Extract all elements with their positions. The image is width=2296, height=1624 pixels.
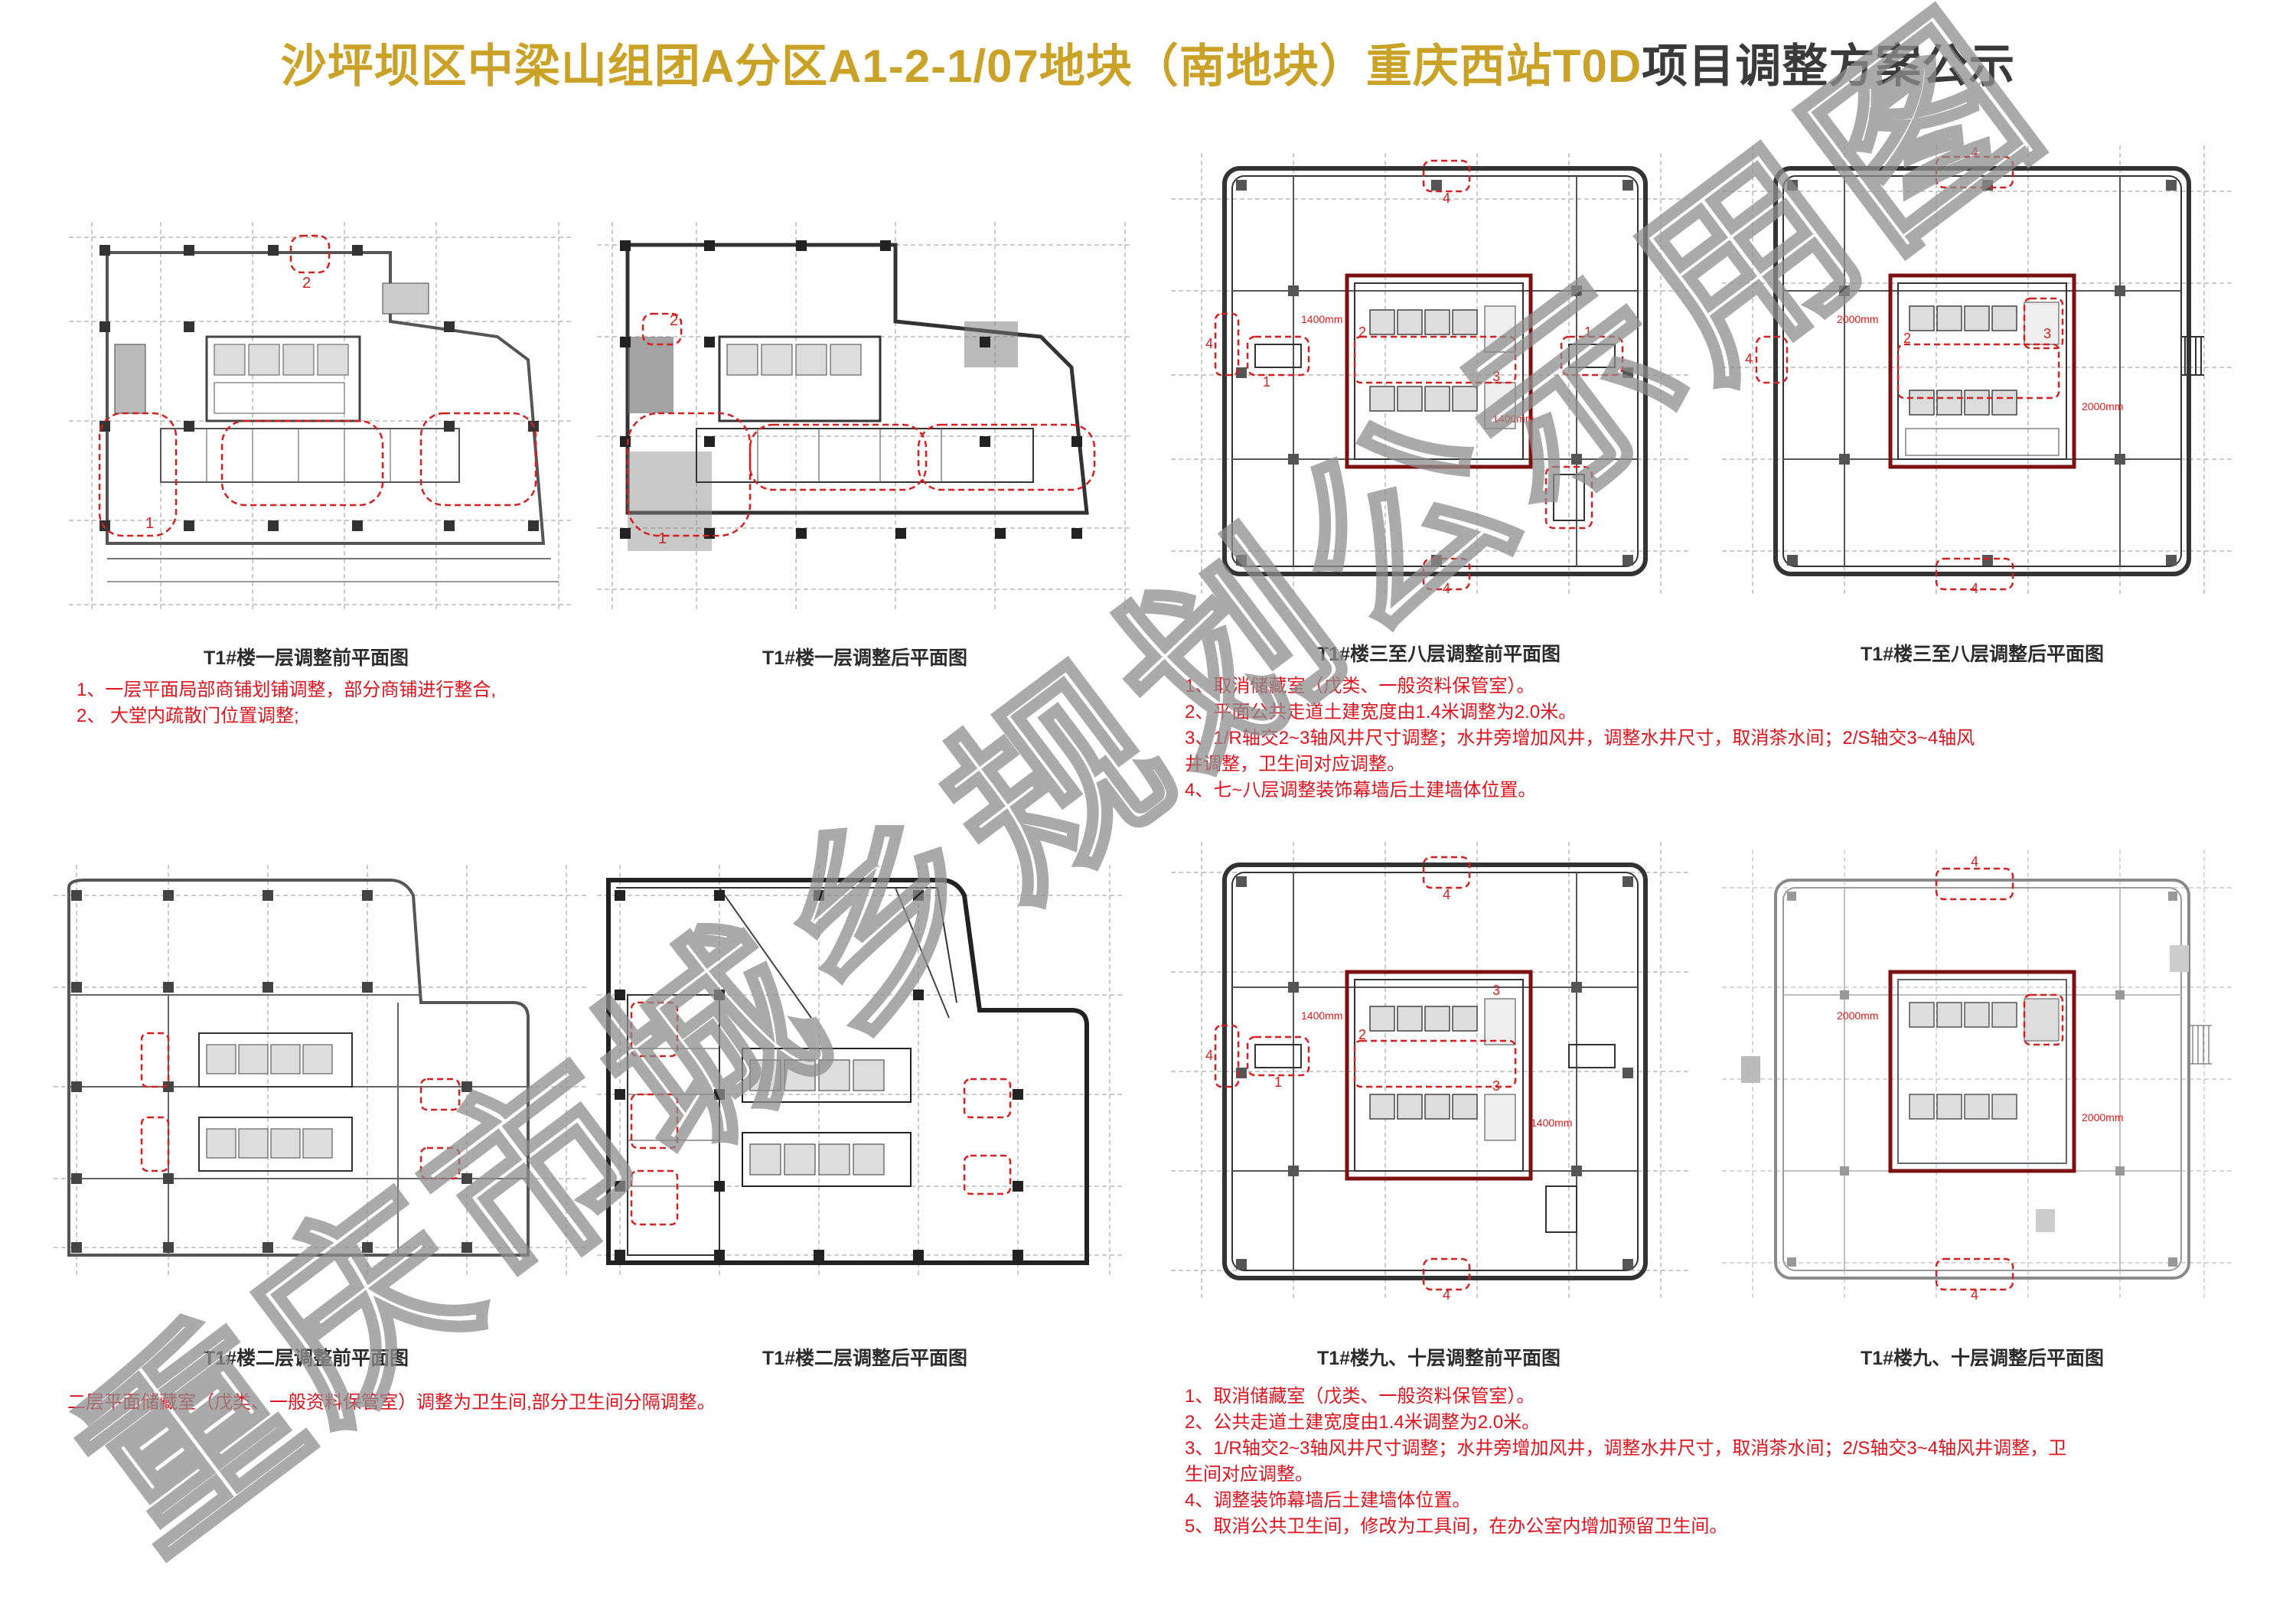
- plan-floor1-after: 2 1: [597, 222, 1133, 612]
- plan-floor3to8-after: 4 4 4 2 3 2000mm 2000mm: [1722, 145, 2235, 597]
- note-line: 井调整，卫生间对应调整。: [1185, 754, 1405, 774]
- markup-1: 1: [1274, 1075, 1282, 1090]
- markup-4: 4: [1971, 581, 1978, 596]
- markup-4: 4: [1205, 336, 1213, 351]
- caption-floor9to10-before: T1#楼九、十层调整前平面图: [1316, 1348, 1561, 1369]
- markup-4: 4: [1205, 1048, 1213, 1063]
- markup-2: 2: [1358, 324, 1366, 340]
- dim-2000: 2000mm: [2082, 400, 2123, 413]
- note-line: 2、公共走道土建宽度由1.4米调整为2.0米。: [1185, 1412, 1541, 1433]
- note-line: 1、取消储藏室（戊类、一般资料保管室）。: [1185, 1386, 1535, 1407]
- dim-1400: 1400mm: [1301, 313, 1342, 325]
- markup-3: 3: [1492, 369, 1500, 384]
- note-line: 2、 大堂内疏散门位置调整;: [77, 706, 299, 726]
- plan-floor2-after: [597, 865, 1125, 1278]
- markup-4: 4: [1443, 1287, 1450, 1301]
- caption-floor1-before: T1#楼一层调整前平面图: [203, 647, 409, 669]
- note-line: 5、取消公共卫生间，修改为工具间，在办公室内增加预留卫生间。: [1185, 1516, 1728, 1537]
- note-line: 3、1/R轴交2~3轴风井尺寸调整；水井旁增加风井，调整水井尺寸，取消茶水间；2…: [1185, 728, 1975, 748]
- dim-2000: 2000mm: [2082, 1111, 2123, 1123]
- markup-4: 4: [1443, 581, 1450, 596]
- plan-floor9to10-after: 4 4 2000mm 2000mm: [1722, 850, 2235, 1301]
- note-line: 4、七~八层调整装饰幕墙后土建墙体位置。: [1185, 780, 1537, 801]
- notes-floor2: 二层平面储藏室（戊类、一般资料保管室）调整为卫生间,部分卫生间分隔调整。: [67, 1390, 716, 1416]
- plan-floor3to8-before: 4 4 4 1 1 2 3 1400mm 1400mm: [1171, 153, 1691, 597]
- notes-floor1: 1、一层平面局部商铺划铺调整，部分商铺进行整合, 2、 大堂内疏散门位置调整;: [77, 677, 496, 729]
- markup-1: 1: [145, 515, 154, 532]
- note-line: 二层平面储藏室（戊类、一般资料保管室）调整为卫生间,部分卫生间分隔调整。: [67, 1392, 716, 1413]
- markup-2: 2: [1358, 1027, 1366, 1042]
- plan-floor9to10-before: 4 4 4 1 2 3 3 1400mm 1400mm: [1171, 842, 1691, 1301]
- dim-2000: 2000mm: [1837, 313, 1878, 325]
- dim-1400: 1400mm: [1531, 1117, 1572, 1129]
- note-line: 4、调整装饰幕墙后土建墙体位置。: [1185, 1490, 1471, 1511]
- markup-3: 3: [2043, 326, 2051, 341]
- dim-1400: 1400mm: [1301, 1009, 1342, 1022]
- markup-1: 1: [658, 530, 667, 547]
- note-line: 1、取消储藏室（戊类、一般资料保管室）。: [1185, 676, 1535, 696]
- markup-4: 4: [1443, 191, 1450, 206]
- note-line: 2、平面公共走道土建宽度由1.4米调整为2.0米。: [1185, 702, 1577, 722]
- markup-4: 4: [1971, 1287, 1978, 1301]
- note-line: 3、1/R轴交2~3轴风井尺寸调整；水井旁增加风井，调整水井尺寸，取消茶水间；2…: [1185, 1438, 2067, 1459]
- markup-4: 4: [1971, 854, 1978, 869]
- markup-4: 4: [1443, 887, 1450, 902]
- dim-1400: 1400mm: [1492, 413, 1534, 425]
- markup-1: 1: [1263, 374, 1270, 390]
- markup-3: 3: [1492, 983, 1500, 998]
- notes-floor9to10: 1、取消储藏室（戊类、一般资料保管室）。 2、公共走道土建宽度由1.4米调整为2…: [1185, 1384, 2066, 1540]
- plan-floor2-before: [54, 865, 589, 1278]
- markup-4: 4: [1745, 351, 1753, 367]
- note-line: 生间对应调整。: [1185, 1464, 1313, 1485]
- markup-2: 2: [670, 312, 678, 329]
- caption-floor2-before: T1#楼二层调整前平面图: [203, 1348, 409, 1369]
- markup-3: 3: [1492, 1078, 1500, 1094]
- markup-4: 4: [1971, 145, 1978, 160]
- title-part-1: 沙坪坝区中梁山组团A分区A1-2-1/07地块（南地块）重庆西站T0D: [280, 41, 1642, 92]
- caption-floor1-after: T1#楼一层调整后平面图: [762, 647, 968, 669]
- caption-floor2-after: T1#楼二层调整后平面图: [762, 1348, 968, 1369]
- page-title: 沙坪坝区中梁山组团A分区A1-2-1/07地块（南地块）重庆西站T0D项目调整方…: [0, 29, 2296, 96]
- markup-2: 2: [1903, 331, 1911, 346]
- caption-floor3to8-after: T1#楼三至八层调整后平面图: [1860, 644, 2105, 665]
- plan-floor1-before: 2 1: [69, 222, 574, 612]
- markup-2: 2: [302, 275, 311, 292]
- caption-floor3to8-before: T1#楼三至八层调整前平面图: [1316, 644, 1561, 665]
- notes-floor3to8: 1、取消储藏室（戊类、一般资料保管室）。 2、平面公共走道土建宽度由1.4米调整…: [1185, 673, 1975, 804]
- title-part-2: 项目调整方案公示: [1642, 41, 2016, 92]
- note-line: 1、一层平面局部商铺划铺调整，部分商铺进行整合,: [77, 680, 497, 700]
- markup-1: 1: [1584, 324, 1592, 340]
- dim-2000: 2000mm: [1837, 1009, 1878, 1022]
- caption-floor9to10-after: T1#楼九、十层调整后平面图: [1860, 1348, 2105, 1369]
